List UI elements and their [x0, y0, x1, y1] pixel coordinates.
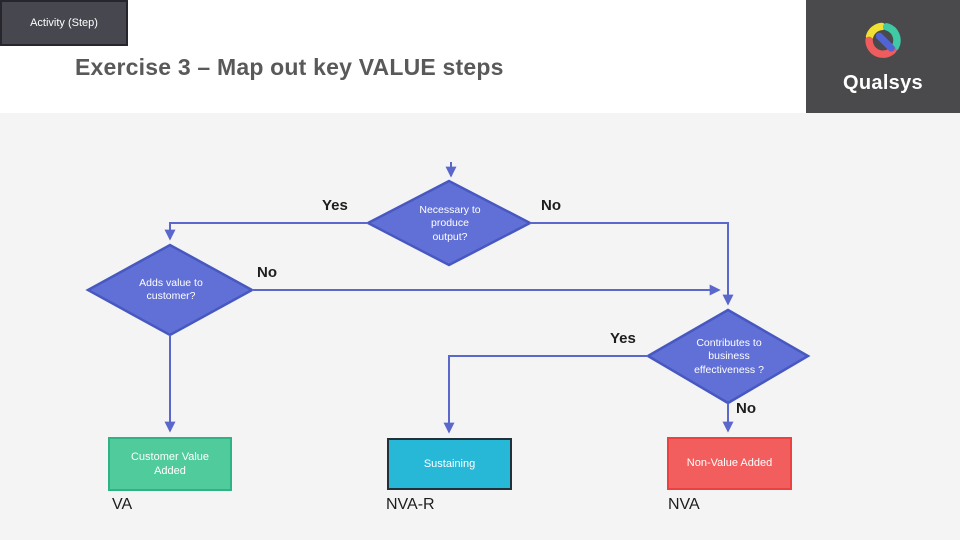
connector-necessary-yes-to-adds-value — [164, 222, 368, 241]
branch-label-contributes-yes: Yes — [610, 330, 636, 347]
connector-contributes-yes-to-sustaining — [443, 355, 648, 434]
diamond-contributes-to-business-effectiveness — [645, 308, 811, 405]
necessary-to-produce-output-label: Necessary to produce output? — [419, 204, 481, 243]
code-label-va: VA — [112, 496, 133, 513]
qualsys-logo-panel: Qualsys — [806, 0, 960, 113]
customer-value-added-label: Customer Value Added — [130, 450, 210, 477]
branch-label-necessary-yes: Yes — [322, 197, 348, 214]
non-value-added-label: Non-Value Added — [686, 457, 773, 470]
customer-value-added-node: Customer Value Added — [108, 437, 232, 491]
branch-label-adds-value-no: No — [257, 264, 277, 281]
slide-title: Exercise 3 – Map out key VALUE steps — [75, 54, 504, 80]
activity-step-node: Activity (Step) — [0, 0, 128, 46]
qualsys-q-icon — [865, 22, 901, 58]
branch-label-necessary-no: No — [541, 197, 561, 214]
qualsys-brand-text: Qualsys — [843, 72, 923, 94]
contributes-to-business-effectiveness-label: Contributes to business effectiveness ? — [694, 337, 764, 376]
activity-step-label: Activity (Step) — [30, 17, 98, 29]
connector-necessary-no-to-contributes — [530, 222, 734, 306]
code-label-nva-r: NVA-R — [386, 496, 435, 513]
adds-value-to-customer-label: Adds value to customer? — [139, 276, 203, 302]
sustaining-node: Sustaining — [387, 438, 512, 490]
code-label-nva: NVA — [668, 496, 700, 513]
sustaining-label: Sustaining — [423, 457, 476, 470]
branch-label-contributes-no: No — [736, 400, 756, 417]
non-value-added-node: Non-Value Added — [667, 437, 792, 490]
